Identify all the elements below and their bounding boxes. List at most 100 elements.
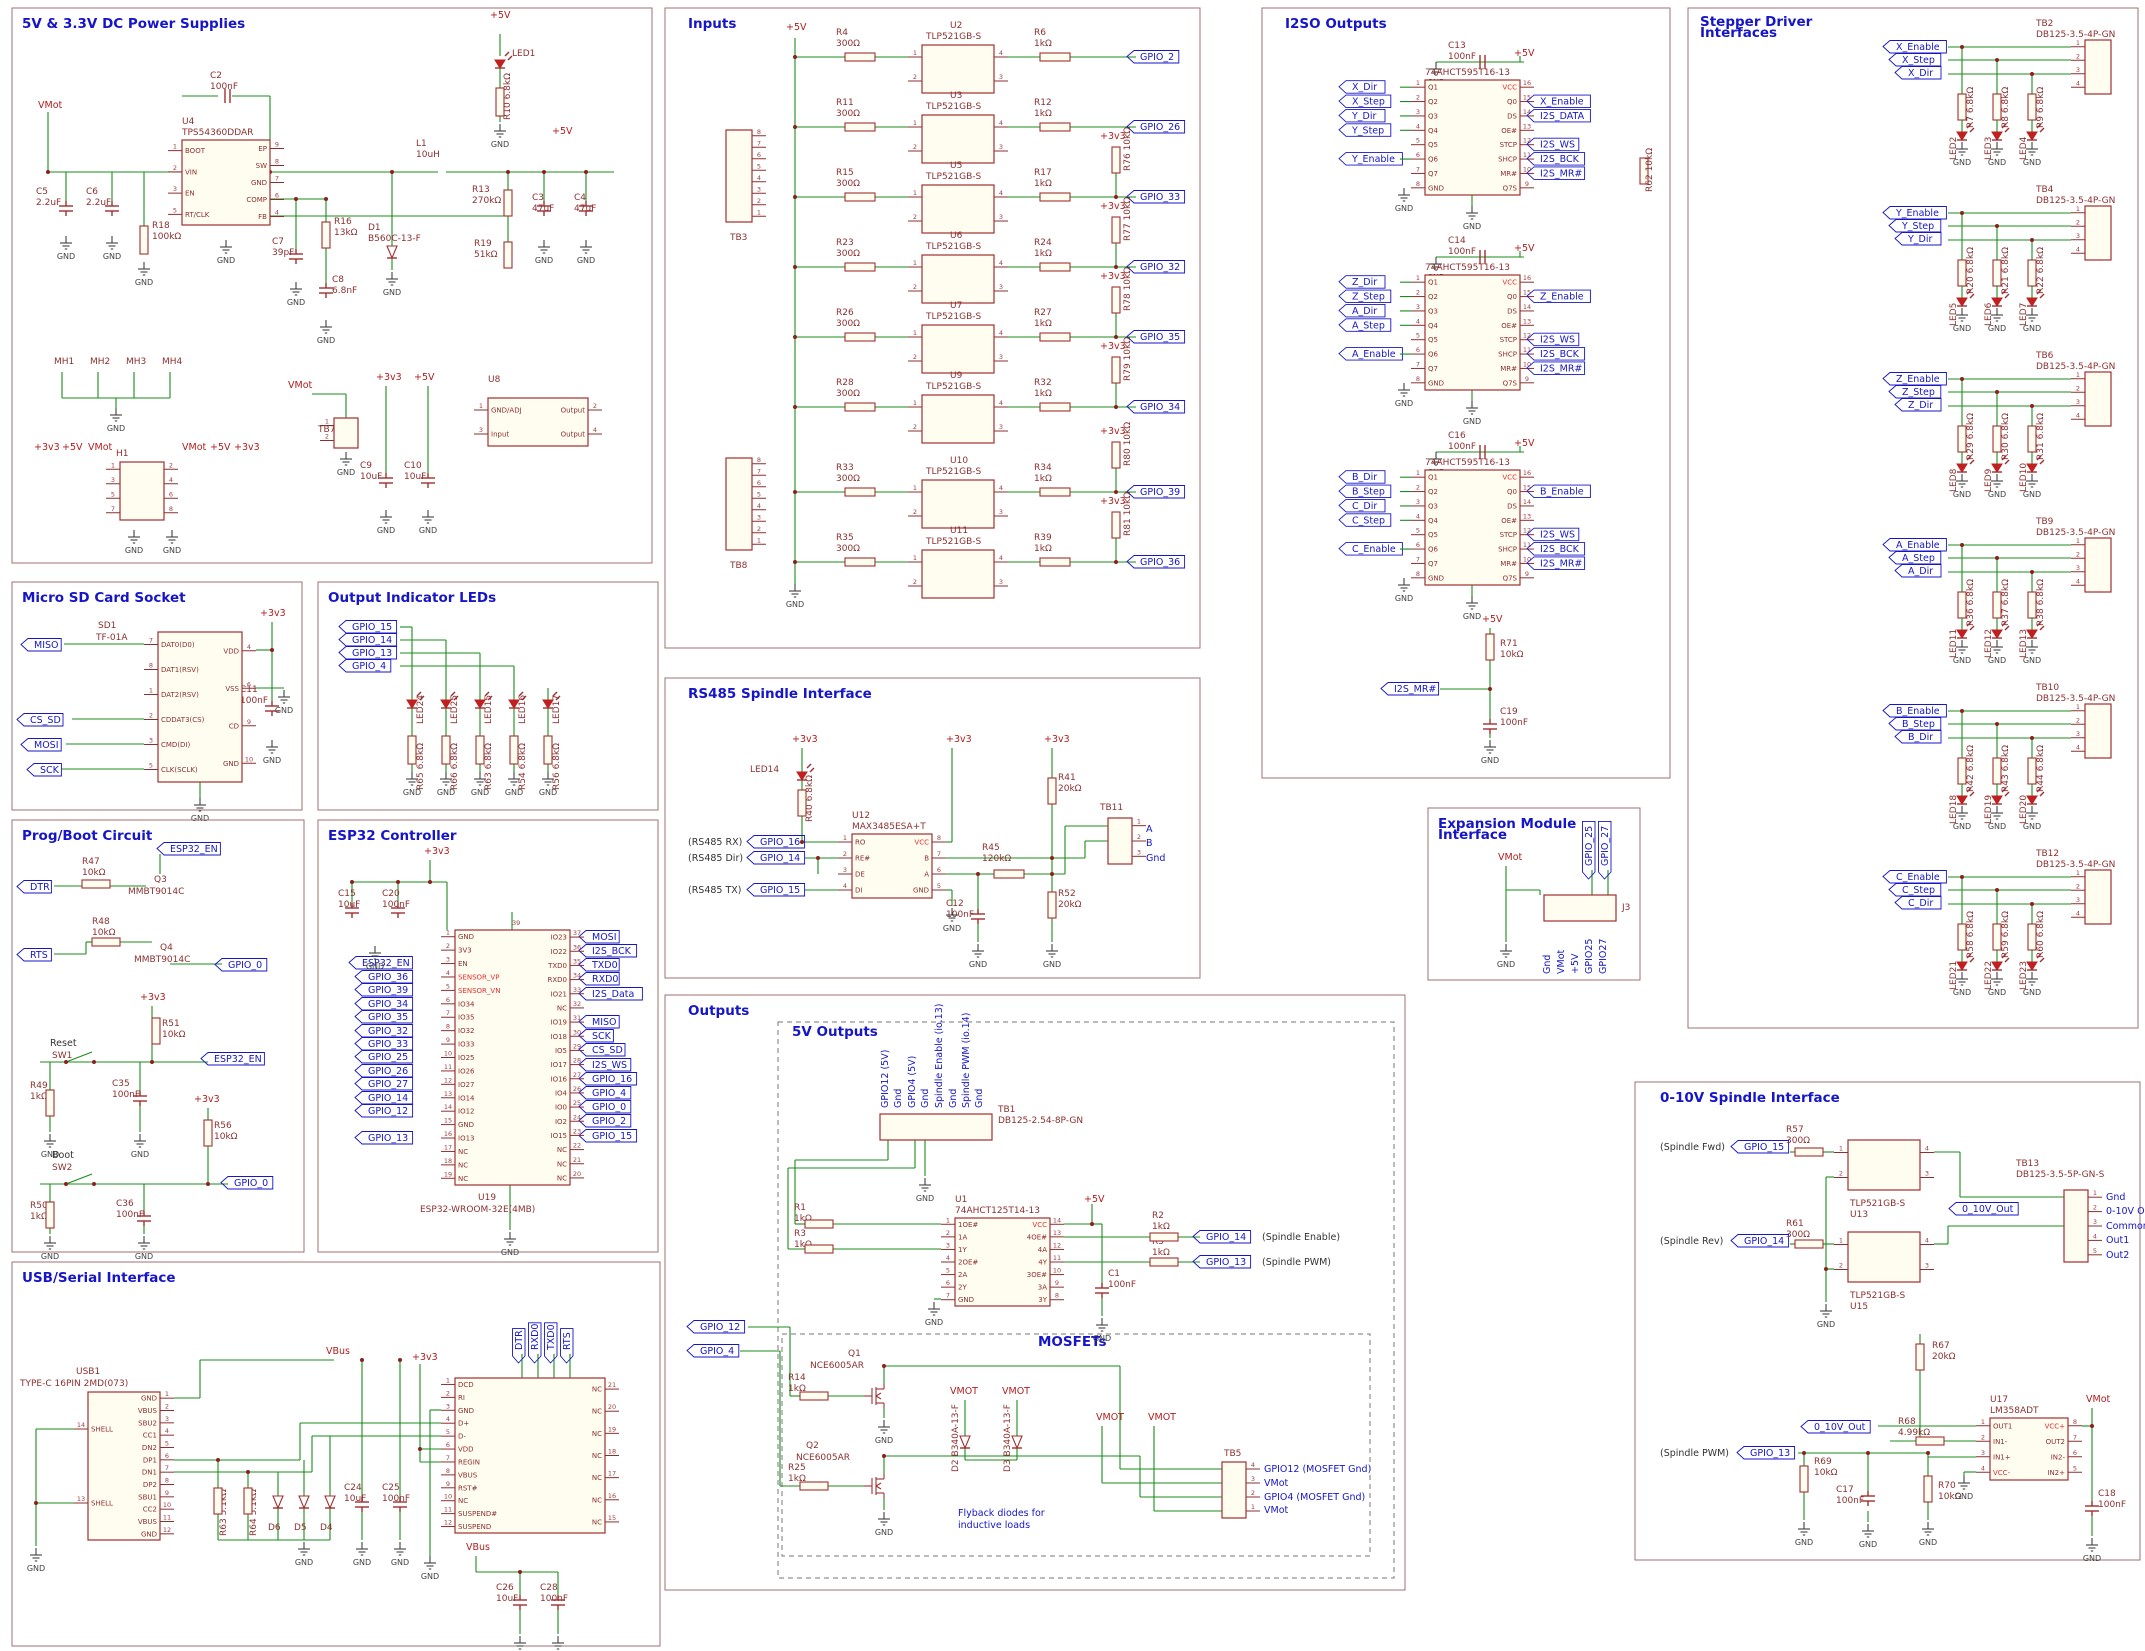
gnd-symbol[interactable]: GND [969,944,987,969]
resistor-body[interactable] [441,735,451,765]
net-flag[interactable]: GPIO_26 [354,1064,414,1078]
net-flag[interactable]: 0_10V_Out [1948,1202,2019,1216]
resistor-body[interactable] [844,332,876,342]
resistor-body[interactable] [2027,93,2037,121]
net-flag[interactable]: I2S_WS [1526,332,1580,347]
net-flag[interactable]: GPIO_35 [354,1010,414,1024]
net-flag[interactable]: Y_Enable [1882,206,1947,220]
resistor-body[interactable] [1639,157,1649,185]
resistor-body[interactable] [1111,441,1121,469]
net-flag[interactable]: MISO [20,638,62,652]
net-flag[interactable]: GPIO_25 [1582,820,1596,880]
resistor-body[interactable] [804,1244,834,1254]
resistor-body[interactable] [1992,425,2002,453]
net-flag[interactable]: GPIO_2 [1126,50,1180,64]
resistor-body[interactable] [2027,425,2037,453]
gnd-symbol[interactable]: GND [549,1636,567,1651]
gnd-symbol[interactable]: GND [41,1134,59,1159]
net-flag[interactable]: X_Dir [1894,66,1942,80]
resistor-body[interactable] [1039,262,1071,272]
net-flag[interactable]: GPIO_0 [578,1100,632,1114]
resistor-body[interactable] [1957,93,1967,121]
capacitor-symbol[interactable] [345,903,359,918]
net-flag[interactable]: GPIO_39 [354,983,414,997]
gnd-symbol[interactable]: GND [1093,1318,1111,1343]
net-flag[interactable]: X_Dir [1338,80,1386,94]
gnd-symbol[interactable]: GND [131,1134,149,1159]
resistor-body[interactable] [844,52,876,62]
net-flag[interactable]: GPIO_34 [354,997,414,1011]
gnd-symbol[interactable]: GND [1953,640,1971,665]
net-flag[interactable]: GPIO_13 [1736,1446,1796,1460]
resistor-body[interactable] [1957,757,1967,785]
gnd-symbol[interactable]: GND [1953,806,1971,831]
net-flag[interactable]: GPIO_14 [1192,1230,1252,1244]
resistor-body[interactable] [203,1119,213,1147]
capacitor-symbol[interactable] [319,283,333,298]
resistor-body[interactable] [1039,332,1071,342]
diode-symbol[interactable] [272,1495,284,1510]
connector[interactable]: 12 [320,417,359,449]
net-flag[interactable]: Z_Dir [1338,275,1386,289]
led-symbol[interactable] [796,763,815,781]
gnd-symbol[interactable]: GND [2023,308,2041,333]
resistor-body[interactable] [1992,923,2002,951]
resistor-body[interactable] [804,1219,834,1229]
gnd-symbol[interactable]: GND [1463,596,1481,621]
gnd-symbol[interactable]: GND [2023,474,2041,499]
net-flag[interactable]: Z_Enable [1882,372,1947,386]
resistor-body[interactable] [1992,757,2002,785]
gnd-symbol[interactable]: GND [1497,944,1515,969]
net-flag[interactable]: B_Enable [1526,484,1591,499]
led-symbol[interactable] [2026,289,2045,307]
gnd-symbol[interactable]: GND [1395,578,1413,603]
led-symbol[interactable] [1956,621,1975,639]
capacitor-symbol[interactable] [379,473,393,488]
net-flag[interactable]: GPIO_0 [214,958,268,972]
resistor-body[interactable] [2027,591,2037,619]
net-flag[interactable]: GPIO_13 [1192,1255,1252,1269]
net-flag[interactable]: GPIO_36 [354,970,414,984]
gnd-symbol[interactable]: GND [535,240,553,265]
connector[interactable]: SHELL14SHELL13GND1VBUS2SBU23CC14DN25DP16… [74,1390,174,1541]
capacitor-symbol[interactable] [1861,1491,1875,1506]
capacitor-symbol[interactable] [971,909,985,924]
gnd-symbol[interactable]: GND [1955,1476,1973,1501]
net-flag[interactable]: GPIO_27 [1598,820,1612,880]
net-flag[interactable]: GPIO_32 [1126,260,1186,274]
resistor-body[interactable] [844,192,876,202]
connector[interactable] [1543,894,1617,922]
capacitor-symbol[interactable] [537,201,551,216]
resistor-body[interactable] [1047,891,1057,919]
led-symbol[interactable] [1991,455,2010,473]
resistor-body[interactable] [1957,259,1967,287]
resistor-body[interactable] [503,189,513,217]
net-flag[interactable]: 0_10V_Out [1800,1420,1871,1434]
net-flag[interactable]: RXD0 [578,972,620,986]
resistor-body[interactable] [321,221,331,249]
net-flag[interactable]: I2S_BCK [1526,347,1586,361]
net-flag[interactable]: I2S_MR# [1526,166,1586,180]
led-symbol[interactable] [1956,289,1975,307]
net-flag[interactable]: ESP32_EN [348,956,413,970]
net-flag[interactable]: GPIO_4 [578,1086,632,1100]
net-flag[interactable]: RXD0 [528,1322,542,1364]
net-flag[interactable]: GPIO_39 [1126,485,1186,499]
resistor-body[interactable] [1111,511,1121,539]
resistor-body[interactable] [475,735,485,765]
resistor-body[interactable] [2027,259,2037,287]
net-flag[interactable]: B_Dir [1338,470,1386,484]
resistor-body[interactable] [1957,923,1967,951]
net-flag[interactable]: Y_Step [1338,123,1392,137]
resistor-body[interactable] [2027,923,2037,951]
net-flag[interactable]: GPIO_13 [338,646,398,660]
gnd-symbol[interactable]: GND [295,1542,313,1567]
net-flag[interactable]: I2S_DATA [1526,108,1591,123]
gnd-symbol[interactable]: GND [539,772,557,797]
